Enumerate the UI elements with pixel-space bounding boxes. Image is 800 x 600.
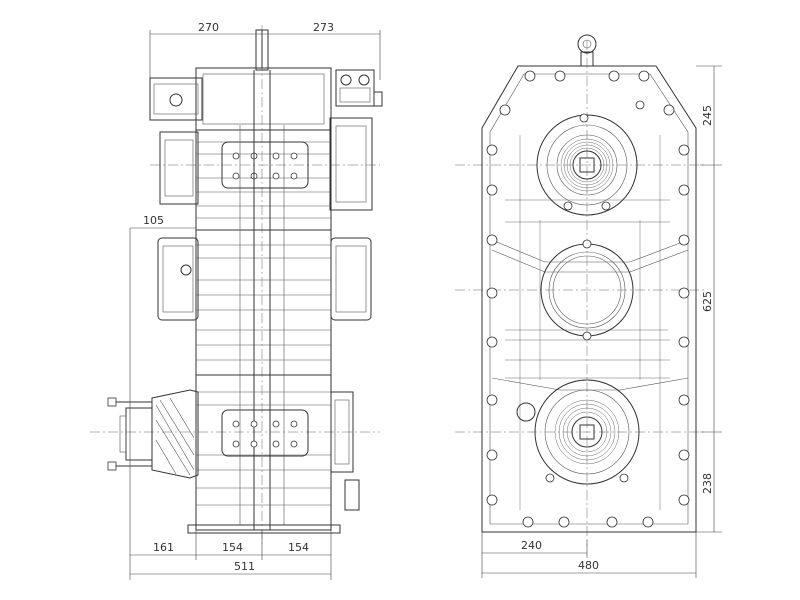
dim-245: 245	[701, 105, 714, 126]
dim-625: 625	[701, 291, 714, 312]
dim-240: 240	[521, 539, 542, 552]
dim-480: 480	[578, 559, 599, 572]
dim-154-b: 154	[288, 541, 309, 554]
front-view	[455, 34, 705, 545]
dim-270: 270	[198, 21, 219, 34]
dim-105: 105	[143, 214, 164, 227]
dim-238: 238	[701, 473, 714, 494]
side-view	[90, 25, 383, 545]
side-view-dimensions: 270 273 105 161 154 154 511	[129, 21, 381, 580]
front-view-dimensions: 245 625 238 240 480	[481, 65, 722, 578]
dim-273: 273	[313, 21, 334, 34]
dim-511: 511	[234, 560, 255, 573]
dim-161: 161	[153, 541, 174, 554]
housing-bolts	[486, 70, 690, 528]
dim-154-a: 154	[222, 541, 243, 554]
